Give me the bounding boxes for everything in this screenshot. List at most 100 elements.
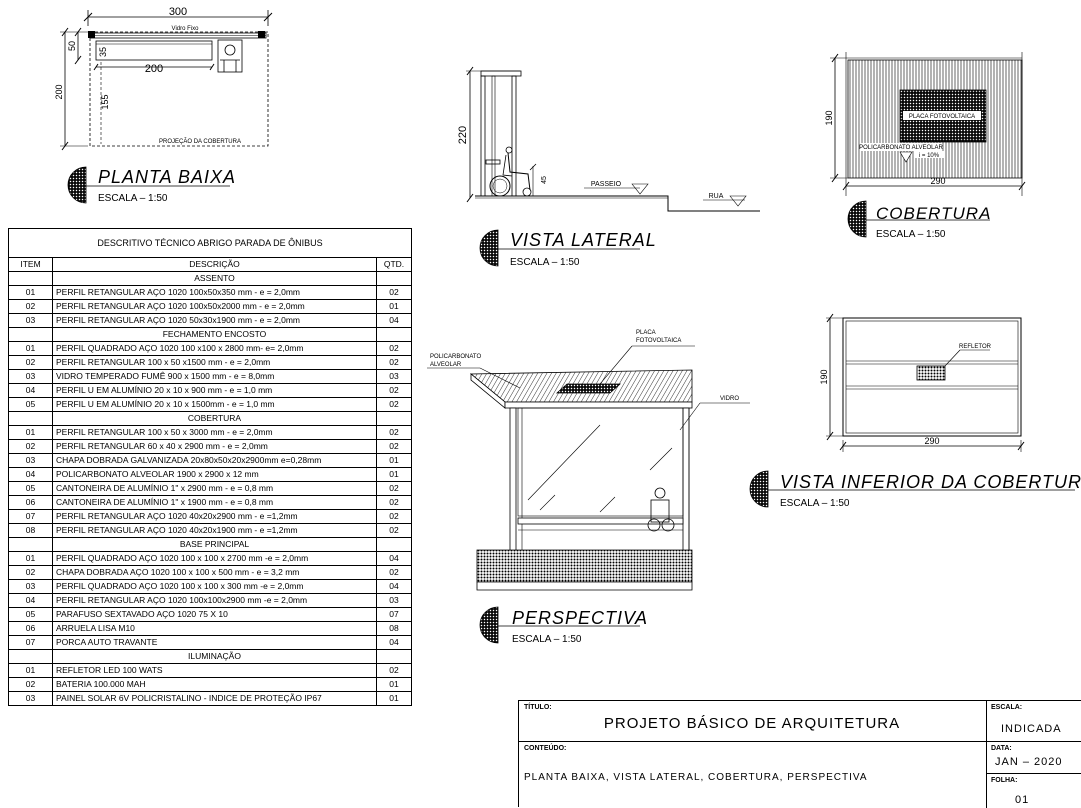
spec-cell-item: 08 <box>8 523 53 538</box>
spec-cell-item: 01 <box>8 663 53 678</box>
title-block: TÍTULO: PROJETO BÁSICO DE ARQUITETURA CO… <box>518 700 1081 808</box>
spec-cell-desc: PERFIL U EM ALUMÍNIO 20 x 10 x 1500mm - … <box>52 397 377 412</box>
spec-cell-item: 06 <box>8 621 53 636</box>
plan-dim-50: 50 <box>67 41 77 51</box>
plan-dim-300: 300 <box>169 6 187 18</box>
spec-cell-qty: 02 <box>376 495 412 510</box>
roof-label-panel: PLACA FOTOVOLTAICA <box>909 114 975 120</box>
spec-cell-desc: REFLETOR LED 100 WATS <box>52 663 377 678</box>
spec-cell-item: 01 <box>8 425 53 440</box>
spec-cell-item: 03 <box>8 313 53 328</box>
title-label: TÍTULO: <box>524 704 552 711</box>
plan-dim-200-bench: 200 <box>145 63 163 75</box>
spec-cell-qty: 04 <box>376 313 412 328</box>
underside-view-title: VISTA INFERIOR DA COBERTURA <box>780 472 1081 492</box>
spec-section-spacer <box>8 649 53 664</box>
spec-cell-item: 05 <box>8 481 53 496</box>
spec-cell-item: 02 <box>8 439 53 454</box>
underside-view-scale: ESCALA – 1:50 <box>780 498 850 509</box>
spec-header-row: ITEM DESCRIÇÃO QTD. <box>8 257 412 272</box>
spec-cell-desc: PERFIL RETANGULAR AÇO 1020 50x30x1900 mm… <box>52 313 377 328</box>
spec-cell-item: 01 <box>8 285 53 300</box>
title-block-title-cell: TÍTULO: PROJETO BÁSICO DE ARQUITETURA <box>519 701 987 742</box>
spec-cell-desc: PERFIL RETANGULAR 100 x 50 x 3000 mm - e… <box>52 425 377 440</box>
spec-header-desc: DESCRIÇÃO <box>52 257 377 272</box>
title-block-content-cell: CONTEÚDO: PLANTA BAIXA, VISTA LATERAL, C… <box>519 742 987 808</box>
roof-underside-view: REFLETOR 190 290 <box>749 313 1075 508</box>
plan-view-scale: ESCALA – 1:50 <box>98 193 168 204</box>
side-dim-45: 45 <box>541 176 548 184</box>
roof-view-title: COBERTURA <box>876 204 992 223</box>
spec-cell-item: 02 <box>8 299 53 314</box>
spec-cell-desc: PERFIL RETANGULAR AÇO 1020 40x20x1900 mm… <box>52 523 377 538</box>
spec-title-row: DESCRITIVO TÉCNICO ABRIGO PARADA DE ÔNIB… <box>8 228 412 258</box>
roof-dim-290: 290 <box>930 176 945 186</box>
spec-cell-item: 03 <box>8 691 53 706</box>
plan-section-marker <box>67 166 87 204</box>
spec-cell-qty: 02 <box>376 285 412 300</box>
plan-view: 300 Vidro Fixo 200 200 50 35 <box>54 6 273 204</box>
spec-cell-qty: 01 <box>376 691 412 706</box>
spec-cell-desc: CANTONEIRA DE ALUMÍNIO 1" x 1900 mm - e … <box>52 495 377 510</box>
plan-view-title: PLANTA BAIXA <box>98 167 237 187</box>
spec-cell-qty: 02 <box>376 509 412 524</box>
spec-cell-qty: 02 <box>376 439 412 454</box>
spec-section-name: ILUMINAÇÃO <box>52 649 377 664</box>
content-text: PLANTA BAIXA, VISTA LATERAL, COBERTURA, … <box>524 772 868 783</box>
spec-table-title: DESCRITIVO TÉCNICO ABRIGO PARADA DE ÔNIB… <box>8 228 412 258</box>
spec-section-row: ASSENTO <box>8 271 412 286</box>
underside-dim-290: 290 <box>924 436 939 446</box>
spec-cell-desc: PAINEL SOLAR 6V POLICRISTALINO - INDICE … <box>52 691 377 706</box>
persp-label-panel-2: FOTOVOLTAICA <box>636 338 681 344</box>
title-block-date-cell: DATA: JAN – 2020 <box>987 742 1081 774</box>
spec-cell-desc: PERFIL QUADRADO AÇO 1020 100 x100 x 2800… <box>52 341 377 356</box>
scale-label: ESCALA: <box>991 704 1023 711</box>
spec-section-spacer <box>8 411 53 426</box>
spec-cell-desc: CHAPA DOBRADA GALVANIZADA 20x80x50x20x29… <box>52 453 377 468</box>
underside-label-reflector: REFLETOR <box>959 344 992 350</box>
spec-section-spacer <box>376 271 412 286</box>
spec-section-spacer <box>376 649 412 664</box>
spec-section-spacer <box>376 411 412 426</box>
spec-header-qty: QTD. <box>376 257 412 272</box>
spec-table: DESCRITIVO TÉCNICO ABRIGO PARADA DE ÔNIB… <box>8 228 412 706</box>
spec-section-spacer <box>8 271 53 286</box>
side-view-title: VISTA LATERAL <box>510 230 657 250</box>
spec-cell-desc: POLICARBONATO ALVEOLAR 1900 x 2900 x 12 … <box>52 467 377 482</box>
spec-cell-item: 05 <box>8 607 53 622</box>
spec-cell-desc: VIDRO TEMPERADO FUMÊ 900 x 1500 mm - e =… <box>52 369 377 384</box>
spec-cell-item: 05 <box>8 397 53 412</box>
spec-cell-desc: PERFIL RETANGULAR AÇO 1020 100x50x350 mm… <box>52 285 377 300</box>
scale-value: INDICADA <box>1001 723 1062 735</box>
roof-label-slope: i = 10% <box>919 153 940 159</box>
spec-cell-desc: PERFIL RETANGULAR AÇO 1020 40x20x2900 mm… <box>52 509 377 524</box>
roof-view: PLACA FOTOVOLTAICA POLICARBONATO ALVEOLA… <box>824 52 1026 238</box>
spec-cell-item: 04 <box>8 383 53 398</box>
project-title: PROJETO BÁSICO DE ARQUITETURA <box>603 715 901 732</box>
side-view-scale: ESCALA – 1:50 <box>510 257 580 268</box>
spec-cell-qty: 03 <box>376 593 412 608</box>
spec-cell-desc: PORCA AUTO TRAVANTE <box>52 635 377 650</box>
spec-cell-desc: CHAPA DOBRADA AÇO 1020 100 x 100 x 500 m… <box>52 565 377 580</box>
spec-cell-qty: 04 <box>376 579 412 594</box>
underside-dim-190: 190 <box>819 369 829 384</box>
spec-cell-item: 07 <box>8 509 53 524</box>
spec-cell-item: 04 <box>8 467 53 482</box>
sheet-label: FOLHA: <box>991 777 1018 784</box>
persp-label-glass: VIDRO <box>720 396 739 402</box>
